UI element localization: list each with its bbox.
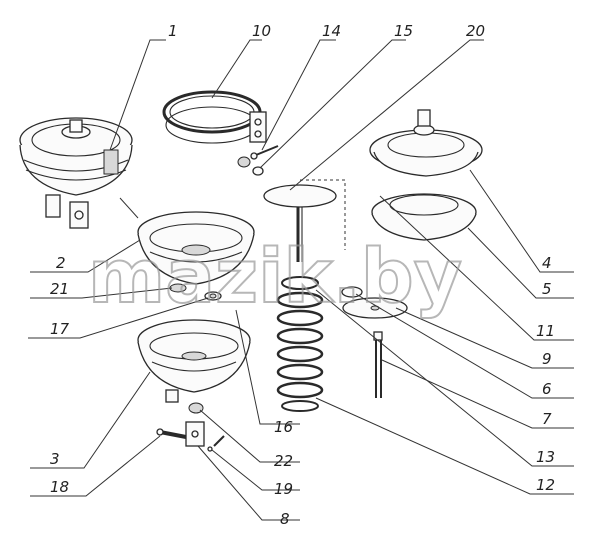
part-return-spring: [276, 276, 324, 412]
part-clevis-fork: [185, 421, 205, 447]
part-clamp-ring: [162, 90, 267, 144]
callout-6: 6: [542, 380, 552, 398]
callout-21: 21: [50, 280, 69, 298]
part-cotter-pin: [207, 435, 225, 452]
watermark-text: mazik.by: [88, 234, 462, 320]
callout-13: 13: [536, 448, 555, 466]
callout-12: 12: [536, 476, 555, 494]
leader-lines: [28, 39, 574, 521]
callout-9: 9: [542, 350, 552, 368]
callout-4: 4: [542, 254, 552, 272]
callout-16: 16: [274, 418, 293, 436]
part-upper-housing: [137, 211, 255, 285]
callout-15: 15: [394, 22, 413, 40]
callout-11: 11: [536, 322, 555, 340]
callout-19: 19: [274, 480, 293, 498]
part-diaphragm: [371, 193, 477, 241]
callout-8: 8: [280, 510, 290, 528]
callout-22: 22: [274, 452, 293, 470]
callout-1: 1: [168, 22, 178, 40]
part-push-plate-with-rod: [263, 184, 337, 262]
part-pushrod: [373, 331, 383, 398]
part-lock-nut: [188, 402, 204, 414]
part-clamp-bolt: [250, 145, 279, 160]
part-brake-chamber-assembly: [19, 117, 133, 229]
callout-20: 20: [466, 22, 485, 40]
callout-5: 5: [542, 280, 552, 298]
part-lower-housing: [137, 319, 251, 403]
callout-18: 18: [50, 478, 69, 496]
part-nut: [237, 156, 264, 176]
part-washer: [204, 291, 222, 301]
callout-7: 7: [542, 410, 552, 428]
callout-14: 14: [322, 22, 341, 40]
callout-3: 3: [50, 450, 60, 468]
callout-2: 2: [56, 254, 66, 272]
callout-17: 17: [50, 320, 70, 338]
part-top-cover: [369, 109, 483, 177]
callout-10: 10: [252, 22, 271, 40]
part-clevis-pin: [156, 428, 187, 439]
